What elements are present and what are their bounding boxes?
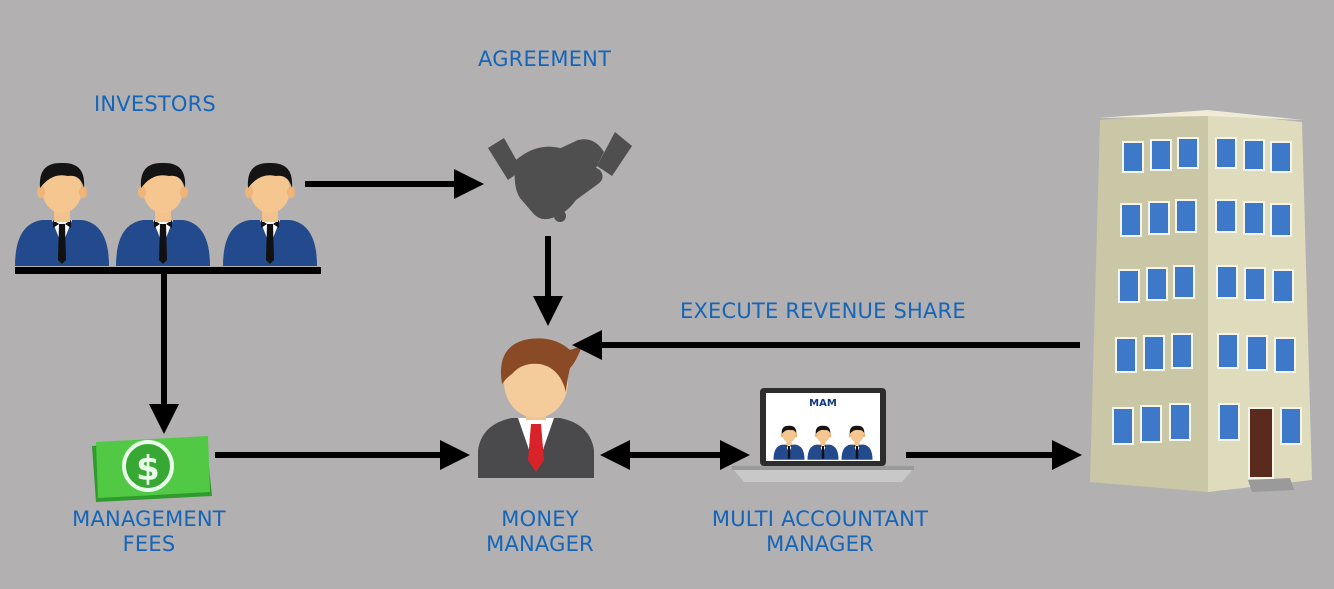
investor-figure-icon [15,162,109,266]
label-multi-accountant-manager-line1: MULTI ACCOUNTANT [711,507,929,531]
label-agreement: AGREEMENT [478,47,612,71]
investor-figure-icon [116,162,210,266]
arrows [149,169,1082,470]
dollar-bill-icon: $ [92,436,212,502]
label-management-fees-line1: MANAGEMENT [72,507,226,531]
investor-figure-icon [223,162,317,266]
laptop-screen-label: MAM [809,398,837,409]
label-management-fees-line2: FEES [122,532,176,556]
label-money-manager-line2: MANAGER [486,532,594,556]
building-icon [1090,110,1312,492]
label-investors: INVESTORS [94,92,216,116]
label-multi-accountant-manager-line2: MANAGER [766,532,874,556]
label-management-fees: MANAGEMENT FEES [64,507,234,557]
investors-group-icon [15,162,321,274]
label-multi-accountant-manager: MULTI ACCOUNTANT MANAGER [700,507,940,557]
laptop-icon: MAM [732,388,914,482]
businessman-icon [478,338,594,478]
handshake-icon [488,132,632,222]
label-execute-revenue-share: EXECUTE REVENUE SHARE [680,299,966,323]
label-money-manager-line1: MONEY [501,507,579,531]
svg-text:$: $ [136,449,160,489]
label-money-manager: MONEY MANAGER [470,507,610,557]
